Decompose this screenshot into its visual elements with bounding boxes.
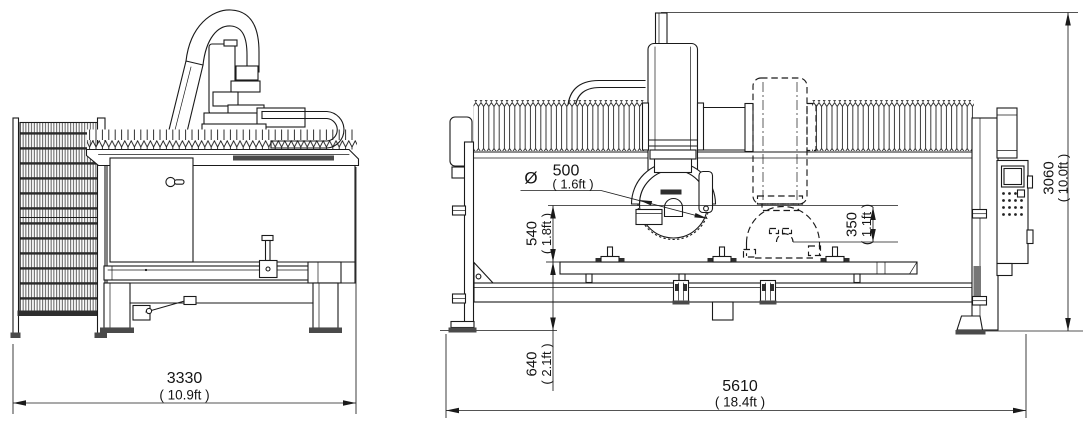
right-leg [312, 282, 339, 329]
dim-500: Ø 500 ( 1.6ft ) [520, 163, 708, 219]
dim-540-ft: ( 1.8ft ) [539, 213, 554, 254]
table-clamp [707, 246, 737, 263]
drain-pump [132, 295, 197, 321]
work-table [473, 246, 973, 321]
dim-3330-mm: 3330 [167, 370, 203, 387]
left-column [448, 116, 495, 333]
motor-flange [635, 208, 663, 226]
dim-5610-ft: ( 18.4ft ) [715, 395, 765, 410]
dim-540: 540 ( 1.8ft ) [524, 205, 898, 263]
head-top-rod [654, 12, 668, 45]
front-view: Ø 500 ( 1.6ft ) 540 ( 1.8ft ) 640 ( 2.1f… [440, 12, 1083, 418]
bellows-right [812, 100, 974, 151]
center-foot [711, 301, 734, 321]
side-rail [103, 265, 315, 281]
dim-640: 640 ( 2.1ft ) [524, 262, 556, 391]
control-panel [996, 159, 1034, 265]
table-comb-strip [87, 129, 357, 150]
dim-500-mm: 500 [553, 163, 580, 180]
cutting-head-side [167, 9, 306, 137]
bellows-left [473, 100, 644, 151]
left-leg [103, 282, 131, 329]
dim-5610: 5610 ( 18.4ft ) [445, 334, 1027, 418]
roll-up-cover [10, 117, 107, 338]
dim-5610-mm: 5610 [722, 378, 758, 395]
beam-flange [744, 102, 754, 153]
dim-350-mm: 350 [844, 212, 861, 237]
dim-500-symbol: Ø [524, 169, 537, 188]
panel-keypad [1002, 189, 1026, 216]
dim-500-ft: ( 1.6ft ) [552, 177, 593, 192]
side-view: 3330 ( 10.9ft ) [10, 9, 360, 414]
dim-350-ft: ( 1.1ft ) [859, 204, 874, 245]
limit-switch [258, 234, 278, 279]
cable-tray-shelf [233, 155, 334, 161]
table-brace [473, 261, 495, 284]
saw-blade [630, 149, 717, 240]
table-jack [759, 279, 777, 305]
dim-3060: 3060 ( 10.0ft ) [661, 12, 1078, 331]
table-slab [559, 261, 918, 275]
dim-640-ft: ( 2.1ft ) [539, 343, 554, 384]
dim-3060-ft: ( 10.0ft ) [1056, 154, 1071, 202]
dim-3330-ft: ( 10.9ft ) [159, 388, 209, 403]
dim-350: 350 ( 1.1ft ) [793, 204, 898, 245]
cable-loop [261, 110, 345, 149]
dim-640-mm: 640 [524, 351, 541, 376]
head-phantom-position [742, 77, 822, 259]
keyhole-icon [165, 176, 185, 188]
blade-guard [630, 161, 717, 205]
dimension-arrow-icon [694, 213, 708, 219]
base-beam [473, 282, 973, 303]
table-jack [672, 279, 690, 305]
dim-3060-mm: 3060 [1041, 161, 1058, 194]
machine-body [85, 148, 360, 333]
dim-3330: 3330 ( 10.9ft ) [12, 167, 357, 414]
table-clamp [820, 246, 850, 263]
right-column [955, 107, 1034, 335]
spindle-head [641, 12, 754, 179]
access-door [109, 157, 194, 263]
dim-540-mm: 540 [524, 221, 541, 246]
dimension-arrow-icon [639, 200, 653, 206]
table-clamp [595, 246, 625, 263]
